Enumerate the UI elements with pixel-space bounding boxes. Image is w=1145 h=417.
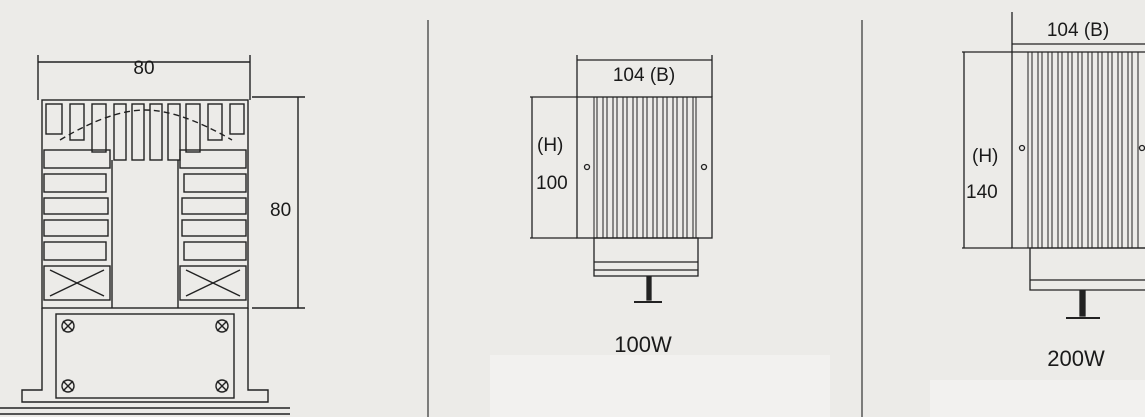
profile-outline — [41, 99, 249, 309]
profile-height-dimension — [252, 96, 305, 309]
profile-height-label: 80 — [270, 200, 291, 221]
heater-100w-height-letter: (H) — [537, 135, 563, 156]
heater-200w-width-dimension — [1011, 12, 1145, 52]
heater-100w-drawing — [530, 55, 713, 303]
right-side-fins — [179, 149, 247, 301]
screw-icon — [61, 319, 229, 393]
heater-200w-right-rivet — [1138, 144, 1145, 152]
heater-100w-right-rivet — [700, 163, 708, 171]
profile-width-label: 80 — [133, 58, 154, 79]
heater-100w-width-label: 104 (B) — [613, 65, 675, 86]
heater-100w-left-rivet — [583, 163, 591, 171]
mounting-bracket — [0, 308, 290, 415]
heater-200w-height-letter: (H) — [972, 146, 998, 167]
heater-200w-fins — [1027, 52, 1139, 248]
heater-200w-drawing — [962, 12, 1145, 319]
heater-100w-wattage: 100W — [614, 332, 672, 357]
paper-band-right — [930, 380, 1145, 417]
heater-100w-height-dimension — [530, 96, 577, 239]
profile-cross-section — [0, 55, 305, 415]
paper-band-middle — [490, 355, 830, 417]
top-fins — [45, 103, 245, 161]
heater-200w-base — [1029, 247, 1145, 291]
heater-100w-cable — [646, 276, 652, 301]
heater-200w-left-rivet — [1018, 144, 1026, 152]
profile-width-dimension — [37, 55, 251, 100]
heater-100w-height-value: 100 — [536, 173, 568, 194]
heater-200w-height-dimension — [962, 51, 1012, 249]
heater-100w-base — [593, 237, 699, 277]
heater-200w-width-label: 104 (B) — [1047, 20, 1109, 41]
heater-200w-wattage: 200W — [1047, 346, 1105, 371]
heater-100w-width-dimension — [576, 55, 713, 97]
heater-100w-fins — [593, 97, 697, 238]
heater-200w-height-value: 140 — [966, 182, 998, 203]
left-side-fins — [43, 149, 111, 301]
heater-200w-cable — [1079, 290, 1086, 317]
